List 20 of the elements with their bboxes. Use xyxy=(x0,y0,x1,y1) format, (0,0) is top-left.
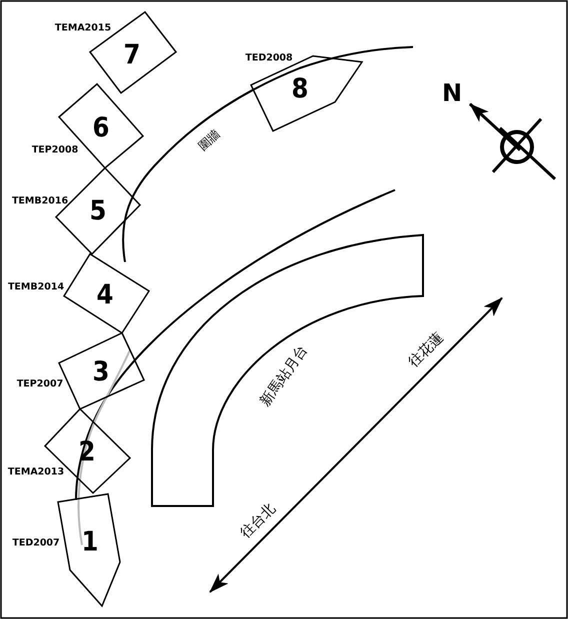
north-label: N xyxy=(442,81,462,105)
direction-label: 往花蓮 xyxy=(406,330,446,370)
car-number: 5 xyxy=(90,198,106,224)
car-type-label: TEMA2015 xyxy=(54,23,112,33)
car-type-label: TEMB2016 xyxy=(12,196,68,206)
wall-label: 圍牆 xyxy=(196,128,222,152)
car-type-label: TEP2008 xyxy=(32,145,78,155)
car-type-label: TEMA2013 xyxy=(8,467,64,477)
car-number: 1 xyxy=(82,528,98,556)
car-type-label: TED2008 xyxy=(245,53,293,63)
car-type-label: TED2007 xyxy=(12,538,60,548)
car-number: 7 xyxy=(124,42,140,68)
car-type-label: TEMB2014 xyxy=(8,282,64,292)
car-number: 4 xyxy=(96,282,114,308)
platform-label: 新馬站月台 xyxy=(258,343,310,409)
direction-label: 往台北 xyxy=(238,501,278,541)
car-number: 8 xyxy=(292,76,308,102)
car-type-label: TEP2007 xyxy=(16,379,64,389)
car-number: 6 xyxy=(92,114,110,142)
car-number: 3 xyxy=(92,358,110,386)
